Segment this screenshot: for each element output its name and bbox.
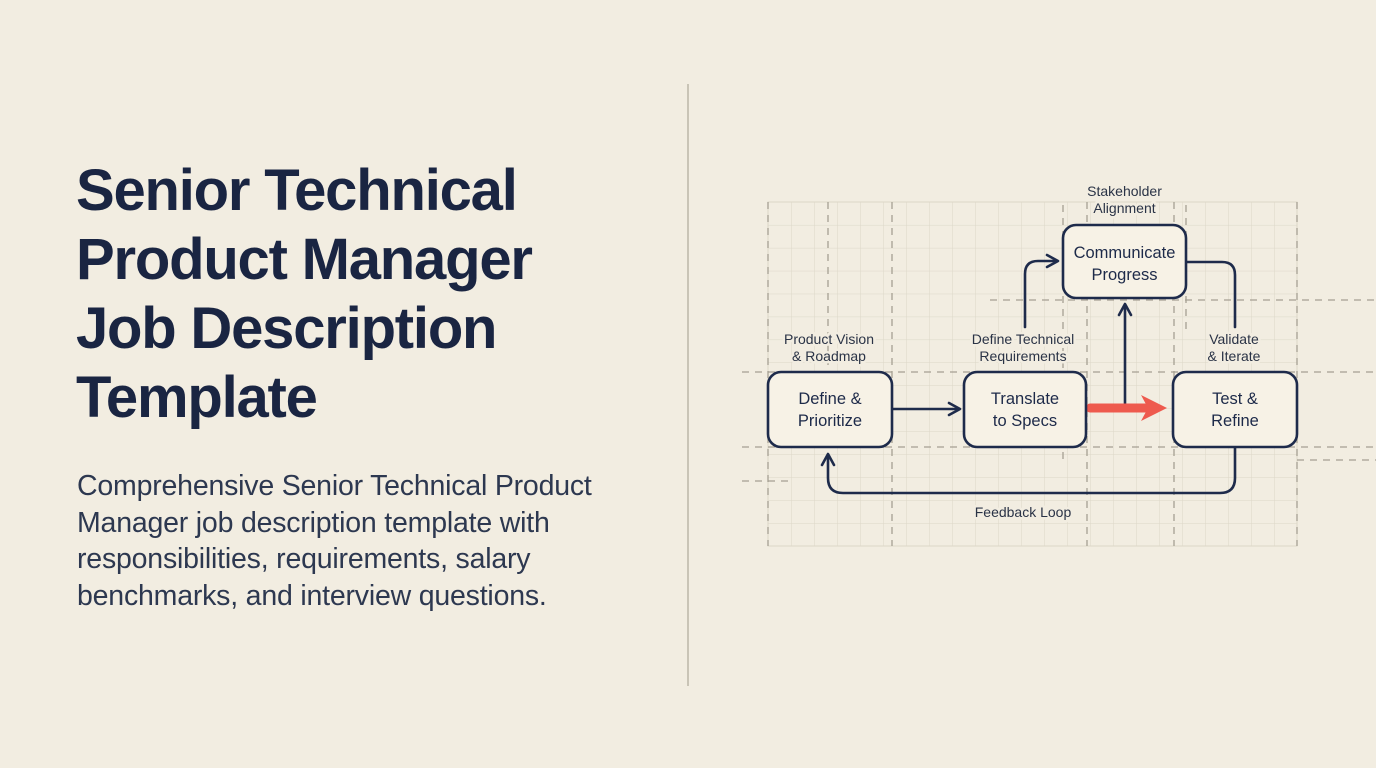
- node-define-prioritize-box: [766, 370, 894, 449]
- node-communicate-progress-label: Communicate: [1074, 244, 1176, 262]
- node-communicate-progress-box: [1061, 223, 1188, 300]
- vertical-divider: [687, 84, 689, 686]
- title-line-1: Senior Technical: [76, 158, 518, 223]
- label-validate-iterate: & Iterate: [1208, 348, 1261, 364]
- node-define-prioritize-label: Prioritize: [798, 412, 862, 430]
- title-line-2: Product Manager: [76, 227, 533, 292]
- label-define-technical-requirements: Define Technical: [972, 331, 1074, 347]
- node-translate-to-specs-label: to Specs: [993, 412, 1057, 430]
- node-test-refine-box: [1171, 370, 1299, 449]
- label-validate-iterate: Validate: [1209, 331, 1259, 347]
- page-title: Senior Technical Product Manager Job Des…: [76, 156, 533, 432]
- node-define-prioritize-label: Define &: [798, 390, 861, 408]
- workflow-diagram: Communicate Progress Define & Prioritize…: [742, 181, 1376, 547]
- label-define-technical-requirements: Requirements: [979, 348, 1066, 364]
- connector-feedback-loop: [820, 445, 1237, 495]
- node-communicate-progress-label: Progress: [1091, 266, 1157, 284]
- page-subtitle: Comprehensive Senior Technical Product M…: [77, 470, 592, 612]
- node-translate-to-specs-label: Translate: [991, 390, 1059, 408]
- connector-translate-to-communicate: [1023, 253, 1060, 329]
- connector-communicate-to-validate: [1184, 260, 1237, 329]
- node-test-refine-label: Refine: [1211, 412, 1259, 430]
- label-feedback-loop: Feedback Loop: [975, 504, 1072, 520]
- label-stakeholder-alignment: Alignment: [1093, 200, 1155, 216]
- title-line-4: Template: [76, 365, 318, 430]
- flow-nodes: Communicate Progress Define & Prioritize…: [766, 223, 1299, 449]
- node-translate-to-specs-box: [962, 370, 1088, 449]
- node-test-refine-label: Test &: [1212, 390, 1258, 408]
- title-line-3: Job Description: [76, 296, 497, 361]
- connectors: [820, 253, 1237, 495]
- label-stakeholder-alignment: Stakeholder: [1087, 183, 1162, 199]
- label-product-vision-roadmap: Product Vision: [784, 331, 874, 347]
- label-product-vision-roadmap: & Roadmap: [792, 348, 866, 364]
- guide-labels: Stakeholder Alignment Product Vision & R…: [781, 181, 1263, 523]
